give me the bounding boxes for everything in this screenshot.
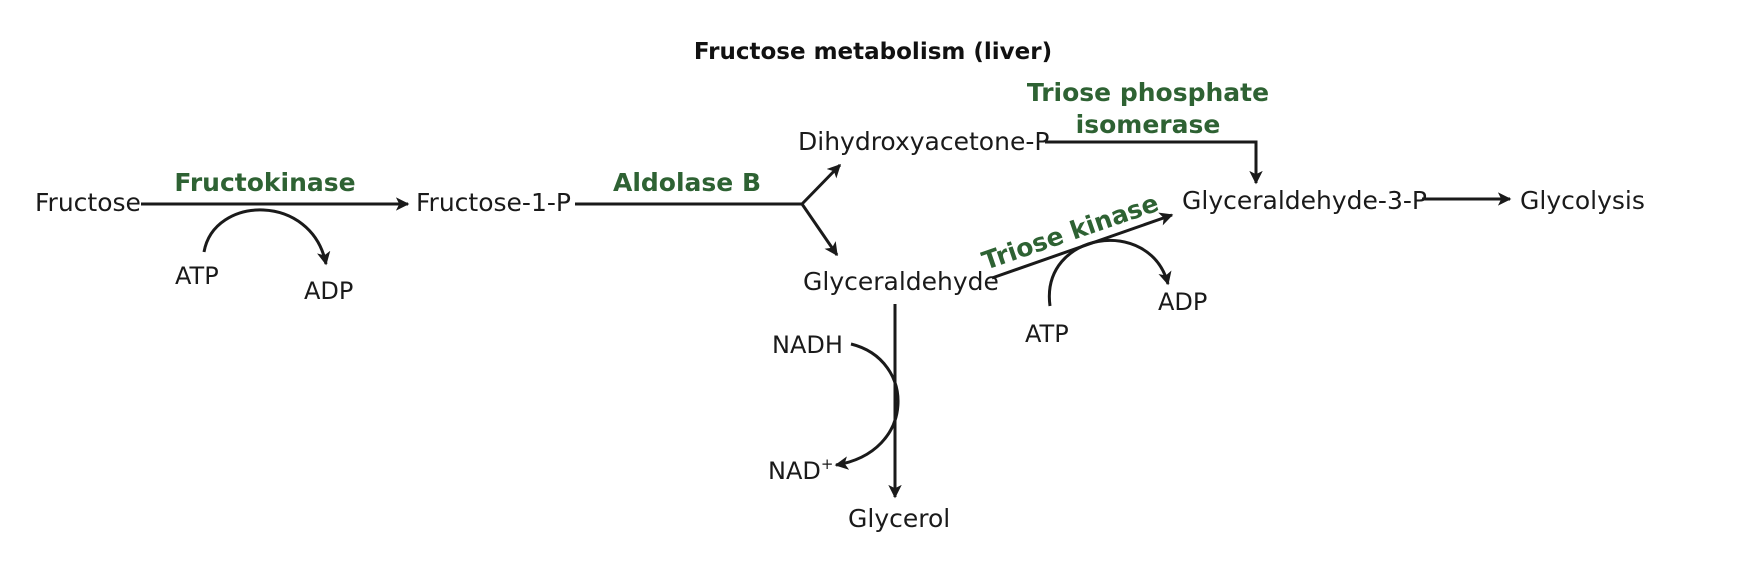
arrow-to-dihydroxyacetone-p <box>800 163 842 206</box>
enzyme-aldolase-b: Aldolase B <box>613 168 761 197</box>
metabolite-glyceraldehyde-3-p: Glyceraldehyde-3-P <box>1182 186 1427 215</box>
metabolite-glycerol: Glycerol <box>848 504 950 533</box>
enzyme-triose-phosphate-isomerase-line1: Triose phosphate <box>1027 78 1269 107</box>
metabolite-glyceraldehyde: Glyceraldehyde <box>803 267 999 296</box>
arrow-nadh-to-nad <box>834 342 900 470</box>
cofactor-atp-triose-kinase: ATP <box>1025 320 1069 348</box>
arrow-to-glyceraldehyde <box>800 203 839 257</box>
cofactor-nadh: NADH <box>772 331 843 359</box>
arrow-triose-kinase-atp-adp <box>1047 238 1172 307</box>
metabolite-dihydroxyacetone-p: Dihydroxyacetone-P <box>798 127 1049 156</box>
metabolite-fructose-1-p: Fructose-1-P <box>416 188 571 217</box>
cofactor-adp-fructokinase: ADP <box>304 277 353 305</box>
cofactor-adp-triose-kinase: ADP <box>1158 288 1207 316</box>
enzyme-triose-phosphate-isomerase-line2: isomerase <box>1076 110 1221 139</box>
cofactor-nad: NAD+ <box>768 455 833 485</box>
arrow-fructokinase-atp-adp <box>202 208 331 266</box>
metabolite-fructose: Fructose <box>35 188 141 217</box>
arrow-triose-phosphate-isomerase <box>1045 140 1263 185</box>
cofactor-atp-fructokinase: ATP <box>175 262 219 290</box>
metabolite-glycolysis: Glycolysis <box>1520 186 1645 215</box>
diagram-title: Fructose metabolism (liver) <box>694 39 1052 65</box>
enzyme-triose-kinase: Triose kinase <box>978 188 1162 276</box>
enzyme-fructokinase: Fructokinase <box>174 168 355 197</box>
